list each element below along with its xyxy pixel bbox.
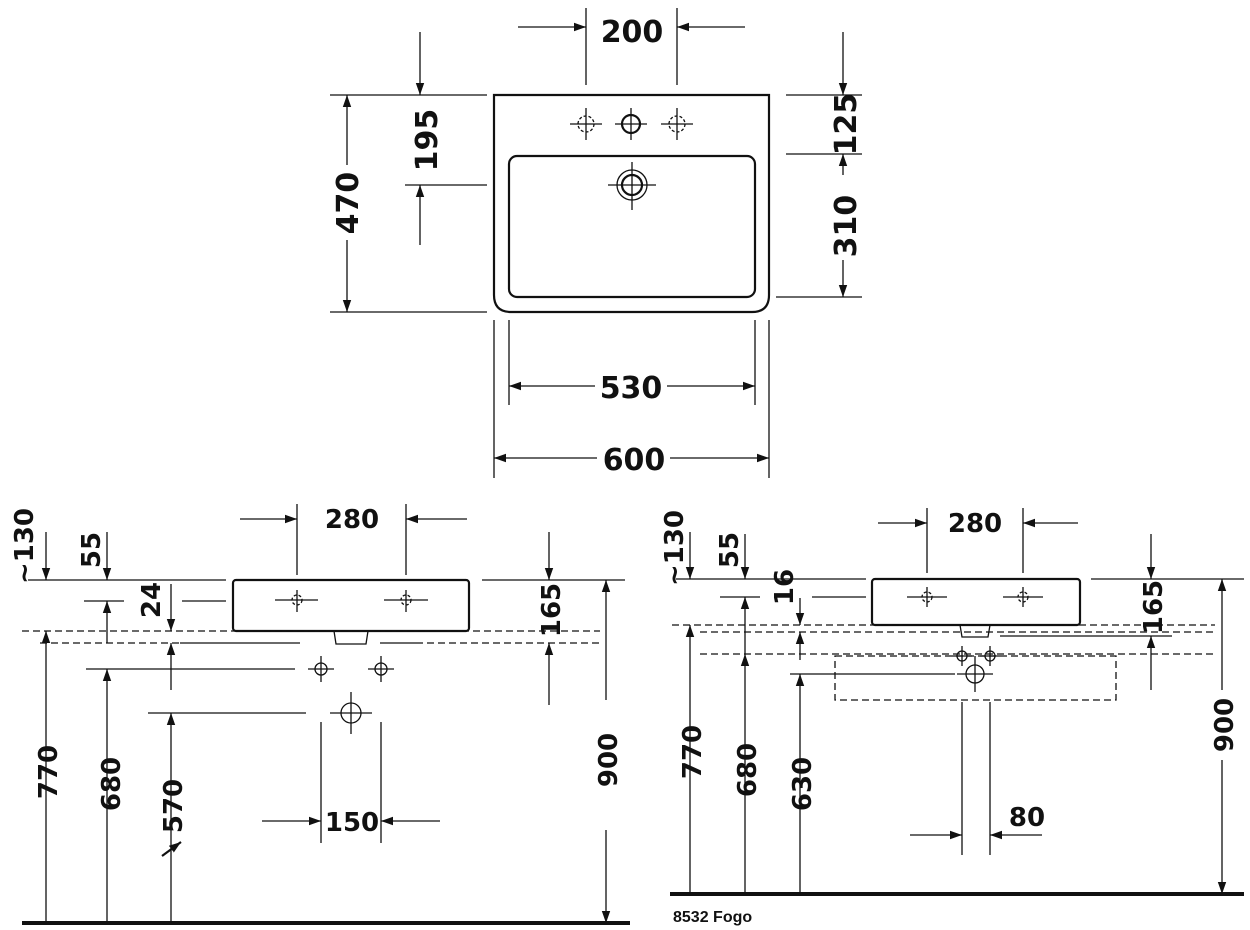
model-caption: 8532 Fogo [673,909,752,926]
dim-280-side: 280 [948,509,1002,539]
dim-280-front: 280 [325,505,379,535]
dim-80-side: 80 [1009,803,1045,833]
dim-600: 600 [603,443,666,478]
dim-630-side: 630 [788,757,818,811]
side-view: 280 ~130 55 16 680 770 630 165 900 80 [660,508,1244,926]
dim-570-front: 570 [159,779,189,833]
basin-outline-top [492,93,771,314]
dim-900-front: 900 [594,733,624,787]
dim-680-front: 680 [97,757,127,811]
front-view: 280 ~130 55 24 680 770 570 165 900 [10,504,630,925]
pointer-arrow [161,841,182,857]
drawer-unit [834,655,1117,701]
dim-680-side: 680 [733,743,763,797]
dim-150-front: 150 [325,808,379,838]
tap-holes [570,108,693,140]
dim-770-side: 770 [678,725,708,779]
dim-165-side: 165 [1139,580,1169,634]
dim-55-side: 55 [715,532,745,568]
drain-symbol [608,162,656,210]
dim-770-front: 770 [34,745,64,799]
dim-530: 530 [600,371,663,406]
dim-130-front: ~130 [10,508,40,584]
dim-55-front: 55 [77,532,107,568]
dim-24-front: 24 [137,582,167,618]
basin-body-front [231,578,471,633]
dim-470: 470 [331,172,366,235]
dim-165-front: 165 [537,583,567,637]
dim-195: 195 [410,109,445,172]
dim-130-side: ~130 [660,510,690,586]
dim-16-side: 16 [770,569,800,605]
bowl-outline-top [507,154,757,299]
dim-125: 125 [829,93,864,156]
dim-200: 200 [601,15,664,50]
basin-body-side [870,577,1082,627]
dim-900-side: 900 [1210,698,1240,752]
top-view: 200 470 195 125 310 530 600 [330,8,864,478]
dim-310: 310 [829,195,864,258]
